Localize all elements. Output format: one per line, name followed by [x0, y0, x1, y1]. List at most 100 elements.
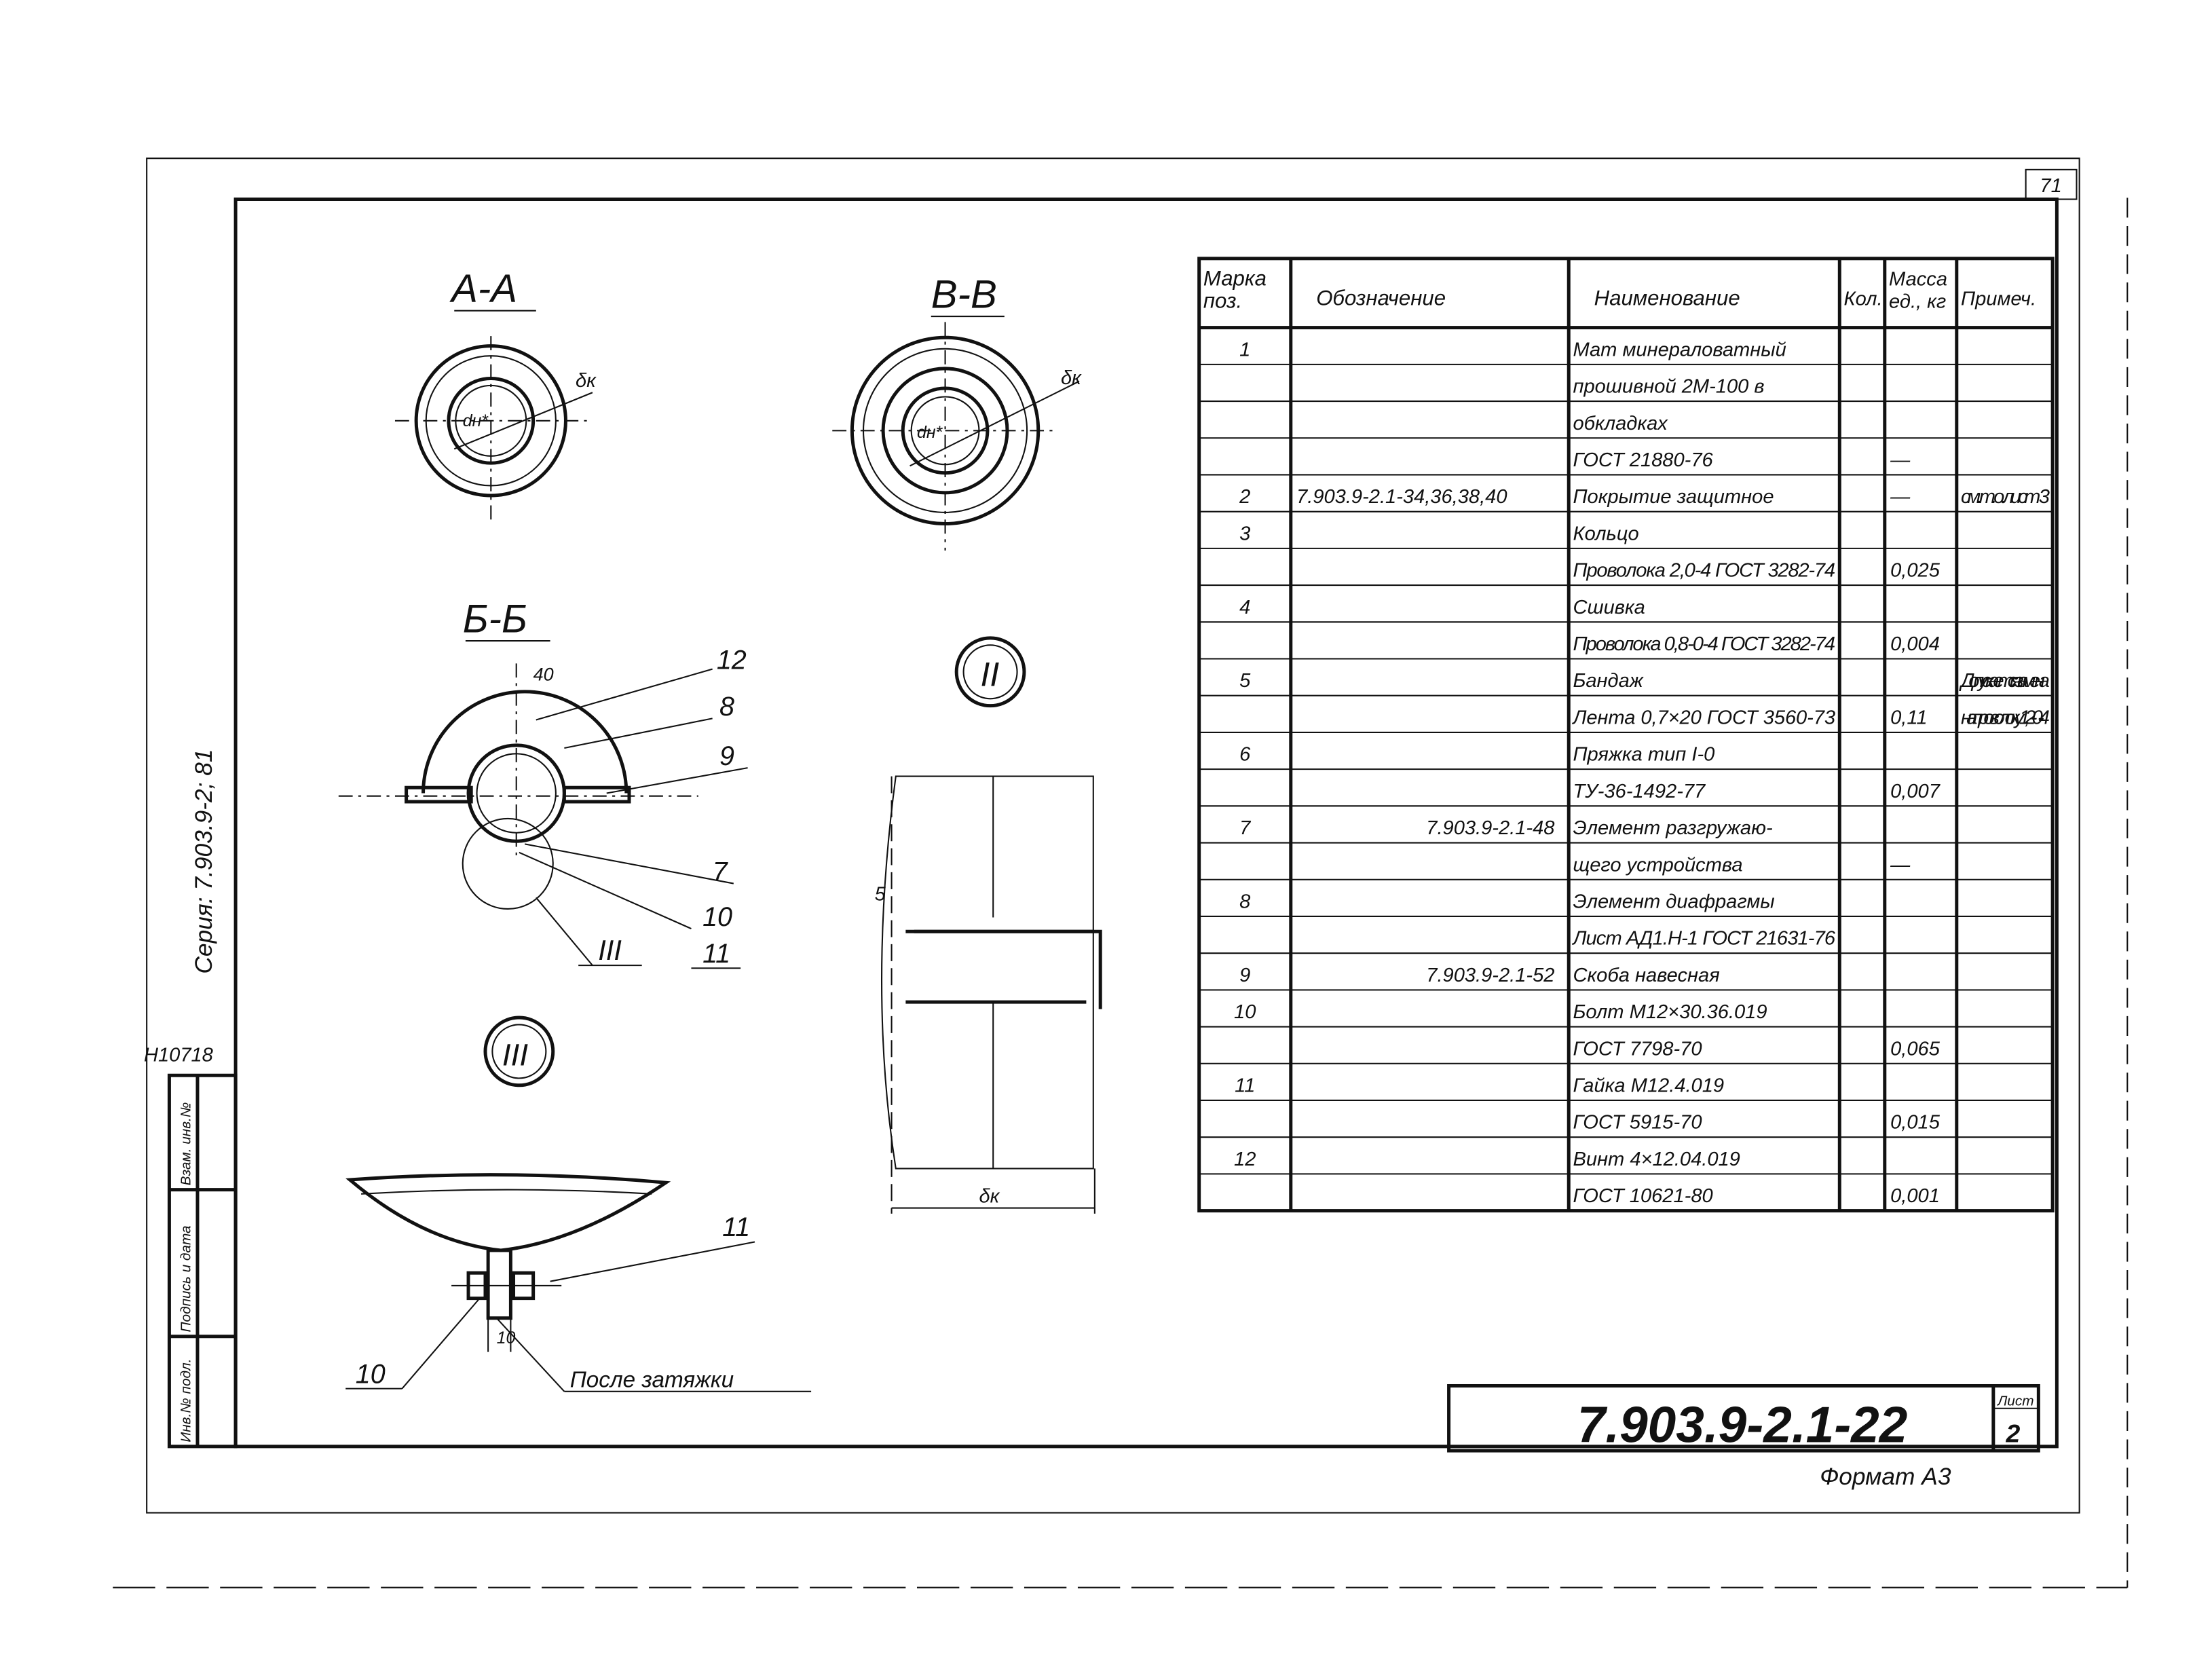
cell-position: 7: [1239, 817, 1252, 839]
cell-position: 10: [1234, 1001, 1256, 1023]
cell-name: прошивной 2М-100 в: [1573, 376, 1764, 398]
cell-name: ГОСТ 5915-70: [1573, 1112, 1702, 1134]
cell-position: 11: [1235, 1075, 1255, 1097]
cell-mass: 0,015: [1890, 1112, 1941, 1134]
cell-name: ГОСТ 21880-76: [1573, 449, 1713, 471]
header-name: Наименование: [1594, 286, 1740, 310]
cell-position: 8: [1239, 891, 1250, 912]
detail-ii-drawing: [881, 775, 1102, 1214]
sheet-number: 2: [2006, 1419, 2021, 1448]
view-vv: [832, 322, 1080, 551]
cell-name: Лист АД1.Н-1 ГОСТ 21631-76: [1571, 928, 1835, 950]
margin-stamp: [167, 1073, 238, 1449]
header-note: Примеч.: [1961, 288, 2036, 310]
view-vv-thickness: δк: [1061, 367, 1082, 389]
cell-position: 6: [1239, 744, 1251, 766]
view-vv-diameter: dн*: [917, 423, 943, 442]
cell-name: обкладках: [1573, 413, 1668, 434]
outer-frame: [146, 157, 2080, 1514]
cell-name: Кольцо: [1573, 523, 1638, 544]
cell-mass: 0,11: [1890, 707, 1927, 728]
cell-name: Бандаж: [1573, 670, 1644, 692]
margin-label-signature: Подпись и дата: [179, 1225, 194, 1332]
detail-iii-drawing: [345, 1173, 812, 1392]
cell-designation: 7.903.9-2.1-34,36,38,40: [1296, 486, 1507, 508]
header-position: поз.: [1203, 289, 1242, 313]
cell-name: Пряжка тип I-0: [1573, 744, 1714, 766]
cell-position: 2: [1239, 486, 1250, 508]
header-mass: ед., кг: [1889, 291, 1946, 313]
cell-name: Скоба навесная: [1573, 965, 1719, 986]
view-bb: [338, 663, 748, 969]
margin-label-inv-orig: Инв.№ подл.: [179, 1359, 194, 1442]
margin-label-inv-repl: Взам. инв.№: [179, 1102, 194, 1186]
paper-format: Формат А3: [1820, 1464, 1951, 1490]
cell-position: 4: [1239, 597, 1250, 618]
callout-8: 8: [719, 692, 734, 722]
view-vv-title: В-В: [931, 273, 997, 317]
cell-note: на проволоку 1,2-0-4: [1961, 707, 2050, 728]
header-position: Марка: [1203, 266, 1267, 290]
detail-iii-marker: [483, 1016, 555, 1087]
view-aa: [394, 336, 593, 523]
detail-iii-note: После затяжки: [570, 1368, 734, 1393]
cell-name: ГОСТ 10621-80: [1573, 1185, 1712, 1207]
cell-name: щего устройства: [1573, 854, 1742, 876]
title-block: [1447, 1383, 2040, 1453]
cell-position: 3: [1239, 523, 1250, 544]
cell-mass: 0,007: [1890, 781, 1941, 802]
cell-mass: 0,001: [1890, 1185, 1940, 1207]
inner-frame: [233, 198, 2059, 1449]
cell-note: Допускается замена: [1959, 670, 2050, 692]
callout-12: 12: [717, 646, 747, 675]
detail-ii-thickness: δк: [979, 1185, 1000, 1207]
cell-designation: 7.903.9-2.1-48: [1426, 817, 1554, 839]
document-designation: 7.903.9-2.1-22: [1577, 1396, 1908, 1453]
view-aa-title: А-А: [449, 267, 517, 311]
detail-iii-callout-10: 10: [356, 1359, 386, 1389]
cell-name: Болт М12×30.36.019: [1573, 1001, 1767, 1023]
view-aa-thickness: δк: [576, 370, 597, 392]
cell-name: ТУ-36-1492-77: [1573, 781, 1706, 802]
detail-iii-callout-11: 11: [722, 1212, 750, 1242]
inventory-code: Н10718: [144, 1044, 213, 1066]
cell-name: Сшивка: [1573, 597, 1645, 618]
cell-mass: 0,004: [1890, 633, 1940, 655]
cell-name: Элемент диафрагмы: [1573, 891, 1774, 912]
cell-position: 1: [1239, 339, 1250, 360]
callout-10: 10: [702, 902, 732, 932]
cell-name: Винт 4×12.04.019: [1573, 1149, 1740, 1170]
callout-7: 7: [713, 857, 729, 887]
header-mass: Масса: [1889, 268, 1947, 290]
page-number-box: [2025, 168, 2078, 200]
series-label: Серия: 7.903.9-2; 81: [191, 749, 217, 973]
cell-mass: —: [1890, 449, 1911, 471]
cell-position: 9: [1239, 965, 1250, 986]
cell-name: Лента 0,7×20 ГОСТ 3560-73: [1571, 707, 1835, 728]
cell-name: Мат минераловатный: [1573, 339, 1786, 360]
detail-ref-iii: III: [598, 934, 622, 966]
table-border: [1197, 257, 2055, 1213]
cell-name: Элемент разгружаю-: [1573, 817, 1773, 839]
detail-ii-marker: [954, 636, 1026, 708]
cell-position: 5: [1239, 670, 1251, 692]
header-quantity: Кол.: [1844, 288, 1883, 310]
cell-note: см.т.о.лист 3: [1961, 486, 2050, 508]
cell-name: Проволока 0,8-0-4 ГОСТ 3282-74: [1573, 633, 1835, 655]
cell-name: Покрытие защитное: [1573, 486, 1774, 508]
cell-mass: 0,025: [1890, 560, 1941, 582]
callout-11: 11: [702, 939, 730, 969]
detail-ii-dim-5: 5: [875, 884, 886, 906]
cell-mass: —: [1890, 854, 1911, 876]
detail-ii-label: II: [981, 656, 1000, 694]
cell-name: Проволока 2,0-4 ГОСТ 3282-74: [1573, 560, 1835, 582]
view-bb-title: Б-Б: [463, 597, 527, 641]
cell-mass: 0,065: [1890, 1038, 1941, 1060]
view-aa-diameter: dн*: [463, 411, 489, 430]
header-designation: Обозначение: [1316, 286, 1446, 310]
cell-designation: 7.903.9-2.1-52: [1426, 965, 1554, 986]
cell-name: ГОСТ 7798-70: [1573, 1038, 1702, 1060]
callout-9: 9: [719, 741, 734, 771]
